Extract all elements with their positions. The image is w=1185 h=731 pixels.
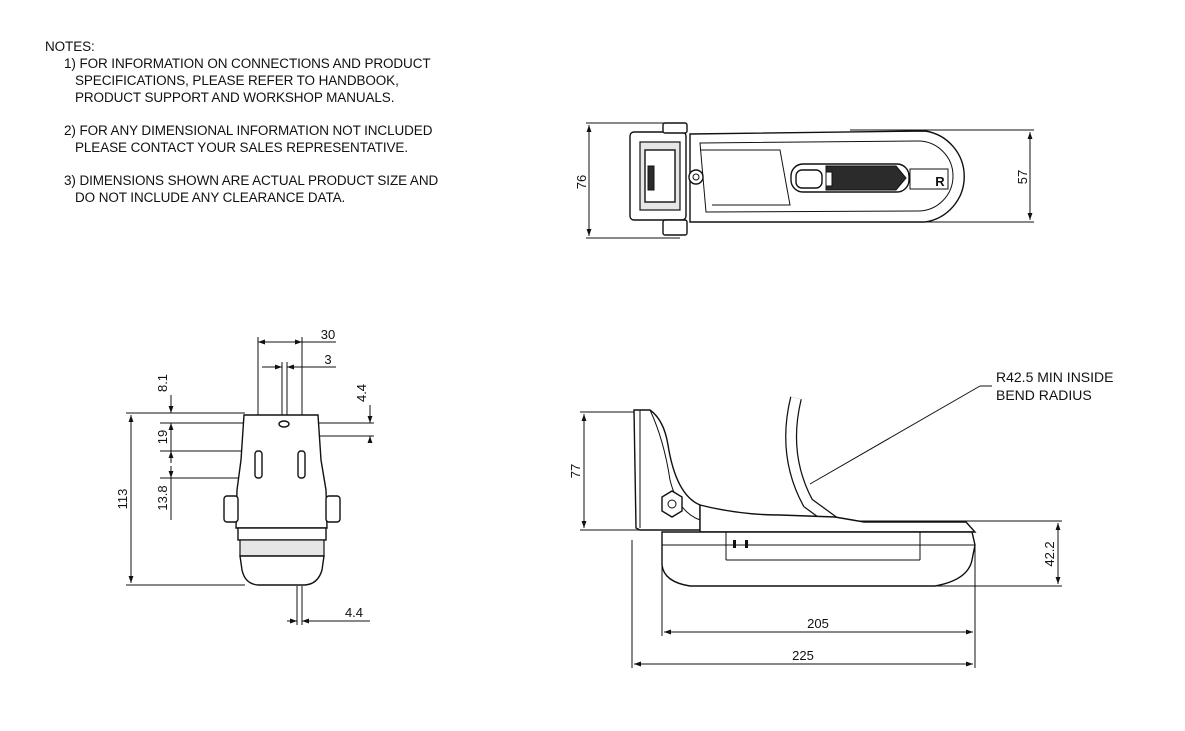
dim-label-76: 76 — [574, 175, 589, 189]
brand-logo-text: R — [935, 174, 945, 189]
transducer-body-side — [661, 531, 976, 587]
dim-label-113: 113 — [115, 489, 130, 510]
note-1-line-3: PRODUCT SUPPORT AND WORKSHOP MANUALS. — [75, 90, 395, 105]
bolt-icon — [688, 169, 704, 185]
dim-label-8-1: 8.1 — [155, 374, 170, 392]
brand-logo — [909, 168, 949, 190]
bend-radius-note-line-2: BEND RADIUS — [996, 387, 1092, 403]
dim-label-57: 57 — [1015, 170, 1030, 184]
dim-label-3: 3 — [324, 352, 331, 367]
note-1-line-2: SPECIFICATIONS, PLEASE REFER TO HANDBOOK… — [75, 73, 399, 88]
note-3: 3) DIMENSIONS SHOWN ARE ACTUAL PRODUCT S… — [64, 172, 438, 206]
note-1: 1) FOR INFORMATION ON CONNECTIONS AND PR… — [64, 55, 438, 106]
leader-line — [809, 385, 981, 485]
notes-heading: NOTES: — [45, 39, 95, 54]
dim-label-225: 225 — [792, 648, 814, 663]
hex-bolt-icon — [661, 490, 683, 518]
dim-label-42-2: 42.2 — [1042, 541, 1057, 566]
dim-label-13-8: 13.8 — [155, 485, 170, 510]
dim-label-77: 77 — [568, 464, 583, 478]
bolt-right-icon — [325, 495, 341, 523]
note-2-line-1: 2) FOR ANY DIMENSIONAL INFORMATION NOT I… — [64, 123, 433, 138]
dim-label-30: 30 — [321, 327, 335, 342]
transducer-body-end — [235, 414, 328, 529]
bend-radius-note-line-1: R42.5 MIN INSIDE — [996, 369, 1113, 385]
end-view: 30 3 8.1 19 13.8 — [115, 327, 374, 625]
notes-block: NOTES: 1) FOR INFORMATION ON CONNECTIONS… — [45, 38, 438, 222]
top-view: 76 57 R — [574, 122, 1034, 239]
cable — [786, 396, 837, 526]
end-slot-right — [297, 450, 306, 479]
bolt-left-icon — [223, 495, 239, 523]
dim-label-4-4-right: 4.4 — [354, 384, 369, 402]
dim-label-4-4-bottom: 4.4 — [345, 605, 363, 620]
end-slot-left — [254, 450, 263, 479]
dim-label-19: 19 — [155, 430, 170, 444]
note-1-line-1: 1) FOR INFORMATION ON CONNECTIONS AND PR… — [64, 56, 431, 71]
note-3-line-1: 3) DIMENSIONS SHOWN ARE ACTUAL PRODUCT S… — [64, 173, 439, 188]
note-2-line-2: PLEASE CONTACT YOUR SALES REPRESENTATIVE… — [75, 140, 408, 155]
note-3-line-2: DO NOT INCLUDE ANY CLEARANCE DATA. — [75, 190, 346, 205]
side-view: 77 42.2 205 225 R42.5 MIN INSIDE BEND RA… — [568, 369, 1113, 668]
note-2: 2) FOR ANY DIMENSIONAL INFORMATION NOT I… — [64, 122, 438, 156]
dim-label-205: 205 — [807, 616, 829, 631]
